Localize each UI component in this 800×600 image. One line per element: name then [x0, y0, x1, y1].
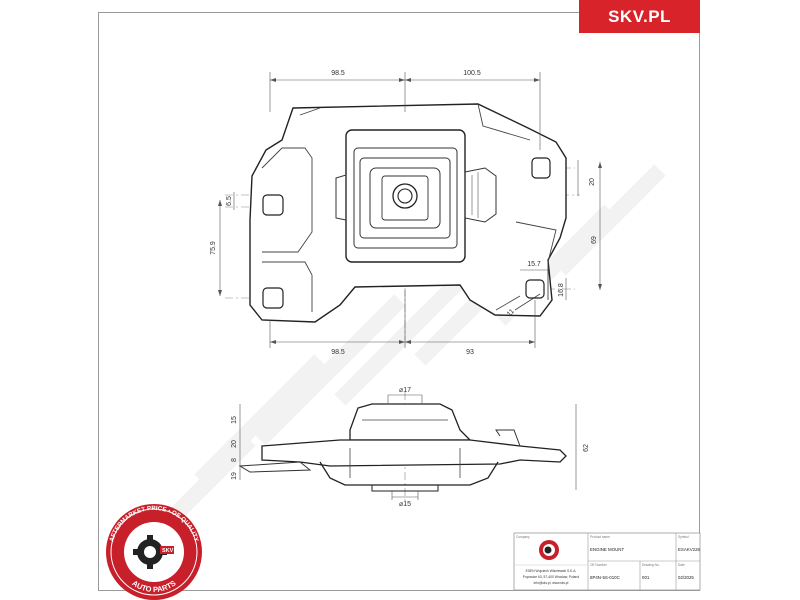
dim-top-left: 98.5: [331, 70, 345, 77]
side-flange: [261, 439, 567, 467]
dim-side-c: 8: [231, 458, 238, 462]
tb-label-drawing-no: Drawing No.: [642, 563, 660, 567]
brand-tab[interactable]: SKV.PL: [579, 0, 700, 33]
top-view: 98.5 100.5 98.5 93 6.5 75.9 20 69 15.7 1…: [210, 70, 602, 356]
dim-right-height: 69: [591, 236, 598, 244]
quality-seal: AFTERMARKET PRICE • OE QUALITY AUTO PART…: [106, 504, 202, 600]
dim-bottom-right: 93: [466, 349, 474, 356]
dim-right-slot: 20: [589, 178, 596, 186]
brand-label: SKV.PL: [608, 6, 671, 26]
tb-company-line-1: ESEN Wojciech Wisniewski S.K.A.: [526, 569, 577, 573]
tb-date: 02/2025: [678, 575, 694, 580]
dim-hole-diameter: 11: [506, 308, 516, 318]
dimension-lines-side: [239, 394, 577, 500]
tb-drawing-no: 001: [642, 575, 650, 580]
tb-label-date: Date: [678, 563, 685, 567]
central-housing: [345, 129, 466, 263]
dim-right-bottom-width: 15.7: [527, 261, 541, 268]
center-bolt: [392, 183, 418, 209]
tb-product-name: ENGINE MOUNT: [590, 547, 624, 552]
tb-symbol: ESAKV226: [678, 547, 701, 552]
dim-side-d: 19: [231, 472, 238, 480]
mounting-hole-upper-left: [262, 194, 284, 216]
dim-side-b: 20: [231, 440, 238, 448]
upper-dome: [349, 403, 472, 441]
mounting-hole-lower-left: [262, 287, 284, 309]
tb-label-symbol: Symbol: [678, 535, 689, 539]
tb-oe-number: 8P4N-5S-010C: [590, 575, 620, 580]
mounting-hole-upper-right: [531, 157, 551, 179]
dim-side-a: 15: [231, 416, 238, 424]
side-view: ⌀17 ⌀15 62 15 20 8 19: [231, 387, 590, 508]
dim-right-bottom-small: 16.8: [558, 283, 565, 297]
company-logo: [539, 540, 559, 560]
dim-left-height: 75.9: [210, 241, 217, 255]
tb-company-line-2: Popowice 63, 57-400 Wroclaw, Poland: [523, 575, 580, 579]
tb-label-oe-number: OE Number: [590, 563, 608, 567]
dimension-arrows: [218, 78, 602, 344]
dim-top-diameter: ⌀17: [399, 387, 411, 394]
mounting-hole-lower-right: [525, 279, 545, 299]
title-block: Company Product name Symbol OE Number Dr…: [513, 532, 701, 591]
dimension-lines-top: [219, 72, 601, 348]
dim-top-right: 100.5: [463, 70, 481, 77]
dim-side-height: 62: [583, 444, 590, 452]
dim-bottom-diameter: ⌀15: [399, 501, 411, 508]
dim-left-small: 6.5: [226, 196, 233, 206]
tb-company-line-3: info@skv.pl, www.skv.pl: [534, 581, 569, 585]
seal-center-text: SKV: [162, 548, 174, 554]
dim-bottom-left: 98.5: [331, 349, 345, 356]
tb-label-company: Company: [516, 535, 530, 539]
tb-label-product-name: Product name: [590, 535, 610, 539]
drawing-frame: [98, 12, 700, 591]
